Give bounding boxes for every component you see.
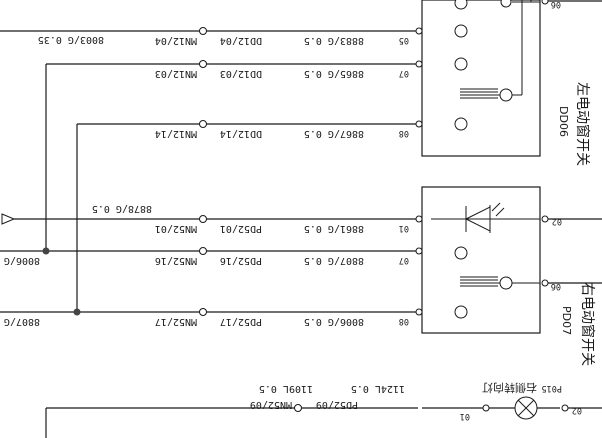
pin-r7: 01 (460, 411, 470, 421)
wire-label-r2: 8865/G 0.5 (304, 68, 364, 79)
wire-rows (0, 30, 418, 438)
conn-right-r2: DD12/03 (220, 68, 262, 79)
right-pin-bottom: 02 (572, 405, 582, 415)
pin-r6: 08 (399, 316, 409, 326)
lamp-code: P015 (542, 383, 562, 393)
conn-right-r6: PD52/17 (220, 316, 262, 327)
wire-label-r5: 8807/G 0.5 (304, 255, 364, 266)
conn-left-r6: MN52/17 (155, 316, 197, 327)
left-switch-code: DD06 (557, 106, 570, 137)
wire-label-r6: 8006/G 0.5 (304, 316, 364, 327)
right-window-switch-box (421, 186, 541, 334)
wire-label-1109: 1109L 0.5 (259, 383, 313, 394)
pin-r5: 07 (399, 255, 409, 265)
contact-circle (454, 117, 468, 131)
conn-right-r7: PD52/09 (316, 399, 358, 410)
right-switch-contacts (431, 202, 540, 319)
contact-circle (500, 0, 512, 8)
conn-right-r5: PD52/16 (220, 255, 262, 266)
contact-circle (454, 0, 468, 10)
connector-pins (199, 27, 423, 412)
right-switch-title: 右电动窗开关 (579, 282, 596, 366)
turn-signal-lamp (514, 396, 538, 420)
terminal-arrow-icon (1, 213, 16, 225)
right-pin-top: 06 (551, 0, 561, 9)
conn-left-r3: MN12/14 (155, 128, 197, 139)
conn-left-r2: MN12/03 (155, 68, 197, 79)
conn-right-r3: DD12/14 (220, 128, 262, 139)
contact-circle (454, 57, 468, 71)
conn-right-r4: PD52/01 (220, 223, 262, 234)
left-switch-title: 左电动窗开关 (574, 82, 591, 166)
conn-right-r1: DD12/04 (220, 35, 262, 46)
right-pin-mid-b: 06 (551, 281, 561, 291)
right-switch-code: PD07 (560, 306, 573, 335)
left-label-r1: 8003/G 0.35 (38, 34, 104, 45)
wire-label-1124: 1124L 0.5 (351, 383, 405, 394)
left-label-r5: 8006/G (4, 255, 40, 266)
left-label-r6: 8807/G (4, 316, 40, 327)
contact-circle (499, 88, 513, 102)
contact-circle (454, 246, 468, 260)
conn-left-r4: MN52/01 (155, 223, 197, 234)
contact-circle (499, 276, 513, 290)
wire-label-r1: 8883/G 0.5 (304, 35, 364, 46)
conn-left-r1: MN12/04 (155, 35, 197, 46)
left-window-switch-box (421, 0, 541, 157)
conn-left-r7: MN52/09 (250, 399, 292, 410)
left-switch-contacts (454, 0, 540, 131)
wire-label-r4: 8861/G 0.5 (304, 223, 364, 234)
lamp-title: 右侧转向灯 (482, 381, 537, 395)
contact-circle (454, 305, 468, 319)
conn-left-r5: MN52/16 (155, 255, 197, 266)
right-pin-mid-a: 02 (552, 216, 562, 226)
contact-circle (454, 24, 468, 38)
pin-r2: 07 (399, 68, 409, 78)
wire-label-8878: 8878/G 0.5 (92, 203, 152, 214)
pin-r1: 05 (399, 35, 409, 45)
pin-r4: 01 (399, 223, 409, 233)
wire-label-r3: 8867/G 0.5 (304, 128, 364, 139)
pin-r3: 08 (399, 128, 409, 138)
